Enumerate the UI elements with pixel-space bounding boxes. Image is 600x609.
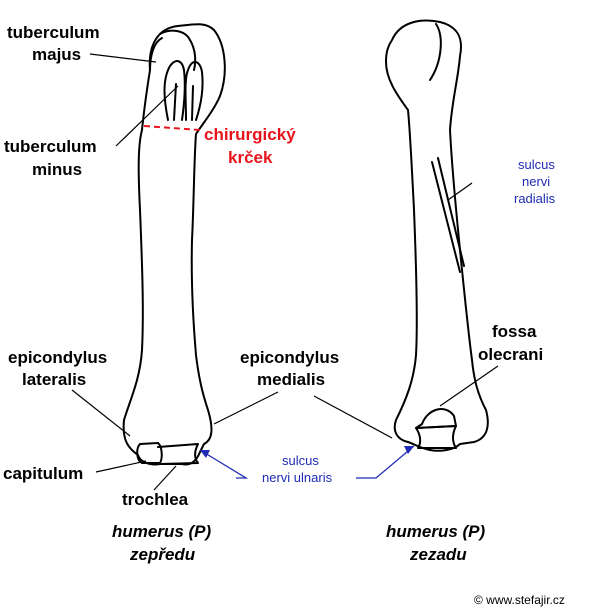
label-sulcus-nervi-radialis-line2: nervi xyxy=(522,174,550,189)
copyright-credit: © www.stefajir.cz xyxy=(474,593,565,607)
humerus-back-drawing xyxy=(385,19,489,452)
arrow-left-icon xyxy=(200,450,210,458)
chirurgicky-krcek-line xyxy=(143,125,201,131)
label-fossa-olecrani-line1: fossa xyxy=(492,322,537,341)
label-chirurgicky-krcek-line1: chirurgický xyxy=(204,125,296,144)
label-sulcus-nervi-radialis-line3: radialis xyxy=(514,191,556,206)
caption-front-line1: humerus (P) xyxy=(112,522,212,541)
caption-back-line2: zezadu xyxy=(409,545,467,564)
label-tuberculum-majus-line2: majus xyxy=(32,45,81,64)
humerus-front-drawing xyxy=(122,23,226,466)
label-sulcus-nervi-radialis-line1: sulcus xyxy=(518,157,555,172)
label-sulcus-nervi-ulnaris-line1: sulcus xyxy=(282,453,319,468)
label-tuberculum-majus-line1: tuberculum xyxy=(7,23,100,42)
arrow-right-icon xyxy=(404,446,414,454)
caption-back-line1: humerus (P) xyxy=(386,522,486,541)
label-chirurgicky-krcek-line2: krček xyxy=(228,148,273,167)
caption-front-line2: zepředu xyxy=(129,545,196,564)
label-tuberculum-minus-line2: minus xyxy=(32,160,82,179)
label-epicondylus-lateralis-line1: epicondylus xyxy=(8,348,107,367)
label-trochlea: trochlea xyxy=(122,490,189,509)
label-fossa-olecrani-line2: olecrani xyxy=(478,345,543,364)
label-sulcus-nervi-ulnaris-line2: nervi ulnaris xyxy=(262,470,333,485)
label-capitulum: capitulum xyxy=(3,464,83,483)
sulcus-nervi-ulnaris-pointers xyxy=(199,445,415,479)
leader-lines xyxy=(71,53,499,491)
label-tuberculum-minus-line1: tuberculum xyxy=(4,137,97,156)
label-epicondylus-lateralis-line2: lateralis xyxy=(22,370,86,389)
label-epicondylus-medialis-line1: epicondylus xyxy=(240,348,339,367)
label-epicondylus-medialis-line2: medialis xyxy=(257,370,325,389)
